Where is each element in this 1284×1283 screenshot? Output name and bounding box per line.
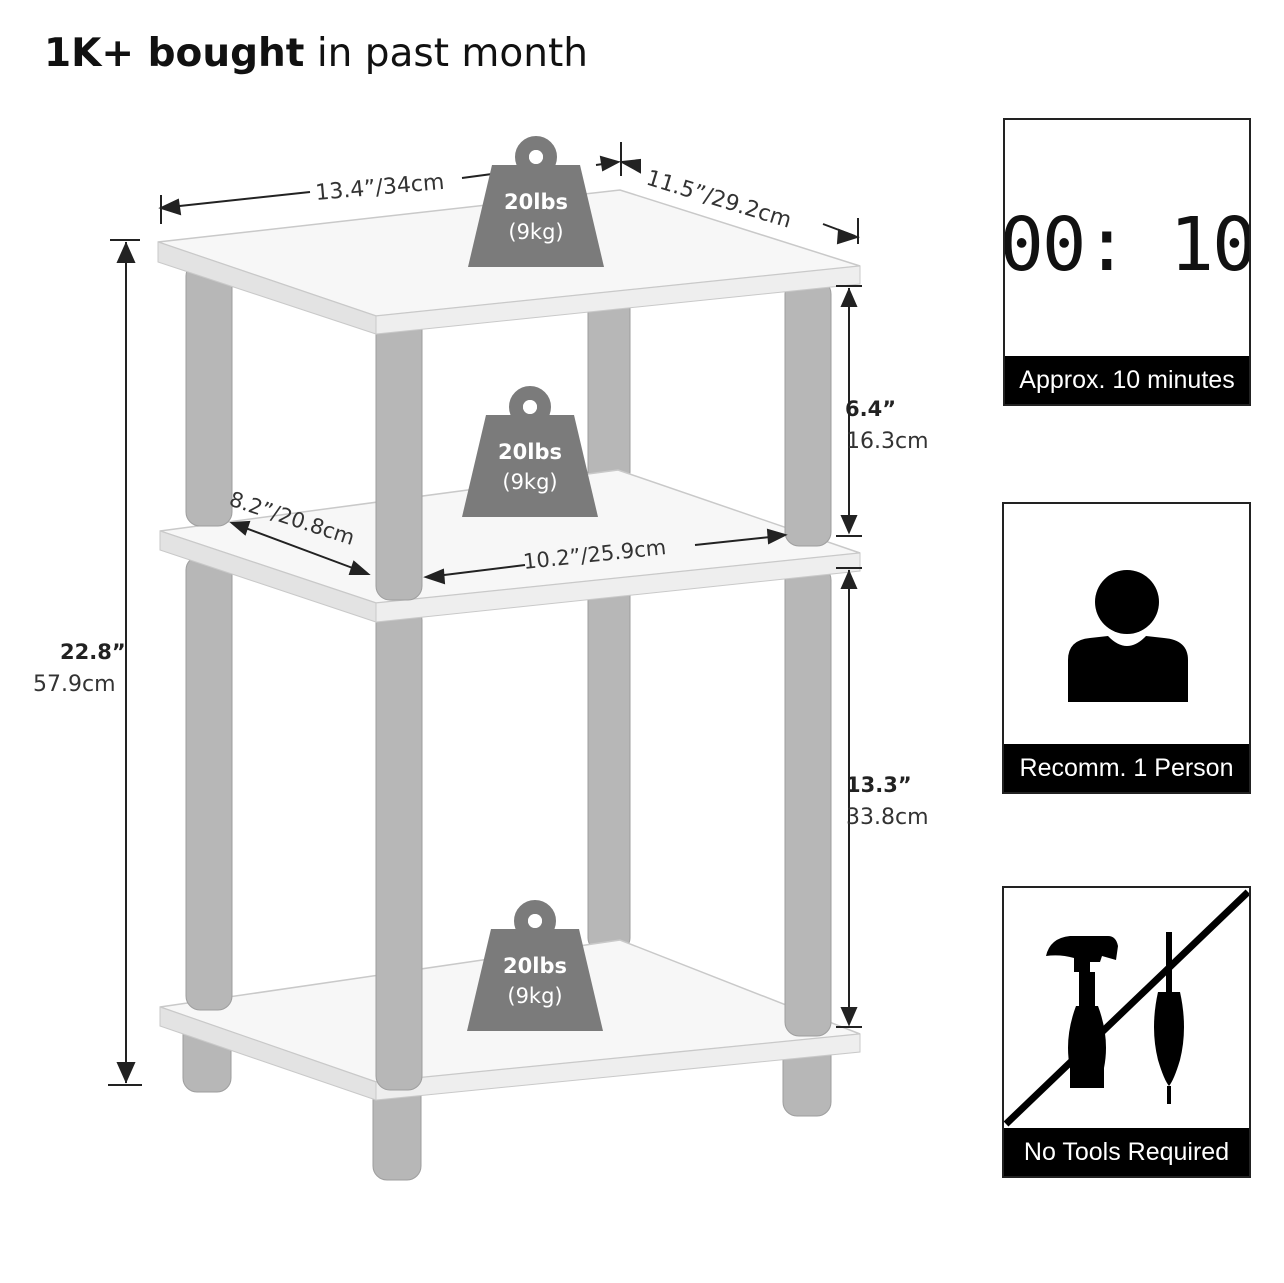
middle-shelf	[159, 469, 861, 623]
weight-lbs-label: 20lbs	[504, 190, 568, 214]
bottom-clearance-cm-label: 33.8cm	[846, 805, 929, 830]
weight-kg-label: (9kg)	[502, 470, 557, 494]
weight-icon: 20lbs (9kg)	[468, 136, 604, 267]
screwdriver-icon	[1154, 932, 1184, 1104]
weight-lbs-label: 20lbs	[498, 440, 562, 464]
no-tools-caption: No Tools Required	[1004, 1128, 1249, 1176]
height-cm-label: 57.9cm	[33, 672, 116, 697]
back-legs	[587, 295, 631, 951]
assembly-time-badge: 00: 10 Approx. 10 minutes	[1003, 118, 1251, 406]
hammer-icon	[1046, 936, 1118, 1088]
bottom-shelf	[159, 939, 861, 1181]
height-inches-label: 22.8”	[60, 640, 126, 664]
purchase-count: 1K+ bought	[44, 31, 305, 76]
weight-kg-label: (9kg)	[508, 220, 563, 244]
dimension-lines	[108, 142, 862, 1086]
lower-legs	[185, 555, 832, 1091]
timer-display: 00: 10	[1005, 202, 1249, 288]
timer-icon: 00: 10	[1005, 202, 1249, 288]
tools-illustration	[1004, 889, 1249, 1127]
assembly-time-caption: Approx. 10 minutes	[1005, 356, 1249, 404]
top-clearance-inches-label: 6.4”	[845, 397, 896, 421]
weight-icon: 20lbs (9kg)	[462, 386, 598, 517]
no-tools-slash	[1004, 889, 1249, 1127]
no-tools-badge: No Tools Required	[1002, 886, 1251, 1178]
width-label: 13.4”/34cm	[314, 170, 445, 206]
weight-kg-label: (9kg)	[507, 984, 562, 1008]
persons-badge: Recomm. 1 Person	[1002, 502, 1251, 794]
product-dimension-diagram: 13.4”/34cm 11.5”/29.2cm 22.8” 57.9cm 6.4…	[33, 136, 929, 1181]
top-clearance-cm-label: 16.3cm	[846, 429, 929, 454]
weight-lbs-label: 20lbs	[503, 954, 567, 978]
purchase-count-banner: 1K+ bought in past month	[44, 30, 588, 78]
purchase-period: in past month	[304, 31, 589, 76]
persons-caption: Recomm. 1 Person	[1004, 744, 1249, 792]
person-icon	[1068, 570, 1188, 702]
weight-icon: 20lbs (9kg)	[467, 900, 603, 1031]
upper-legs	[185, 261, 832, 601]
bottom-clearance-inches-label: 13.3”	[846, 773, 912, 797]
